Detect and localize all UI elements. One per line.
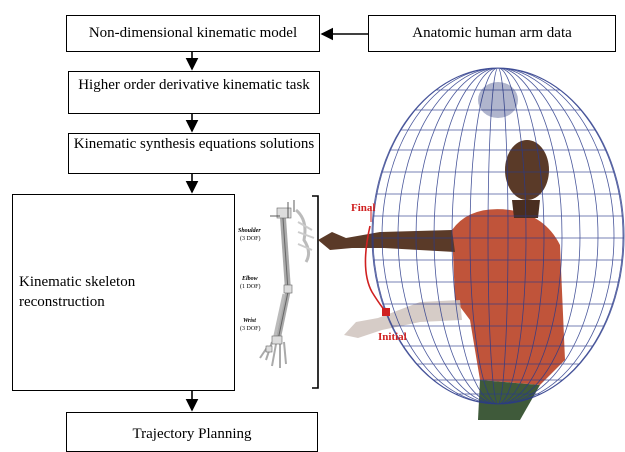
box-trajectory-label: Trajectory Planning — [132, 426, 252, 442]
trajectory-curve — [364, 225, 387, 313]
box-non-dimensional-kinematic-model: Non-dimensional kinematic model — [66, 15, 320, 52]
label-elbow: Elbow — [242, 276, 258, 282]
box-model-label: Non-dimensional kinematic model — [88, 25, 298, 41]
box-derivative-label: Higher order derivative kinematic task — [78, 77, 310, 93]
box-kinematic-synthesis: Kinematic synthesis equations solutions — [68, 133, 320, 174]
label-final: Final — [351, 202, 376, 214]
skeleton-arm — [259, 200, 315, 368]
label-elbow-dof: (1 DOF) — [240, 284, 261, 290]
box-trajectory-planning: Trajectory Planning — [66, 412, 318, 452]
label-initial: Initial — [378, 331, 407, 343]
label-wrist: Wrist — [243, 318, 256, 324]
label-shoulder: Shoulder — [238, 228, 261, 234]
reconstruction-bracket — [312, 195, 319, 389]
label-shoulder-dof: (3 DOF) — [240, 236, 261, 242]
initial-marker — [382, 308, 390, 316]
box-kinematic-skeleton-reconstruction — [12, 194, 235, 391]
box-anatomic-human-arm-data: Anatomic human arm data — [368, 15, 616, 52]
box-synthesis-label: Kinematic synthesis equations solutions — [73, 136, 315, 152]
box-higher-order-derivative: Higher order derivative kinematic task — [68, 71, 320, 114]
label-wrist-dof: (3 DOF) — [240, 326, 261, 332]
box-anatomic-label: Anatomic human arm data — [412, 25, 572, 41]
reconstruction-label: Kinematic skeleton reconstruction — [19, 274, 136, 310]
human-figure — [318, 140, 565, 420]
